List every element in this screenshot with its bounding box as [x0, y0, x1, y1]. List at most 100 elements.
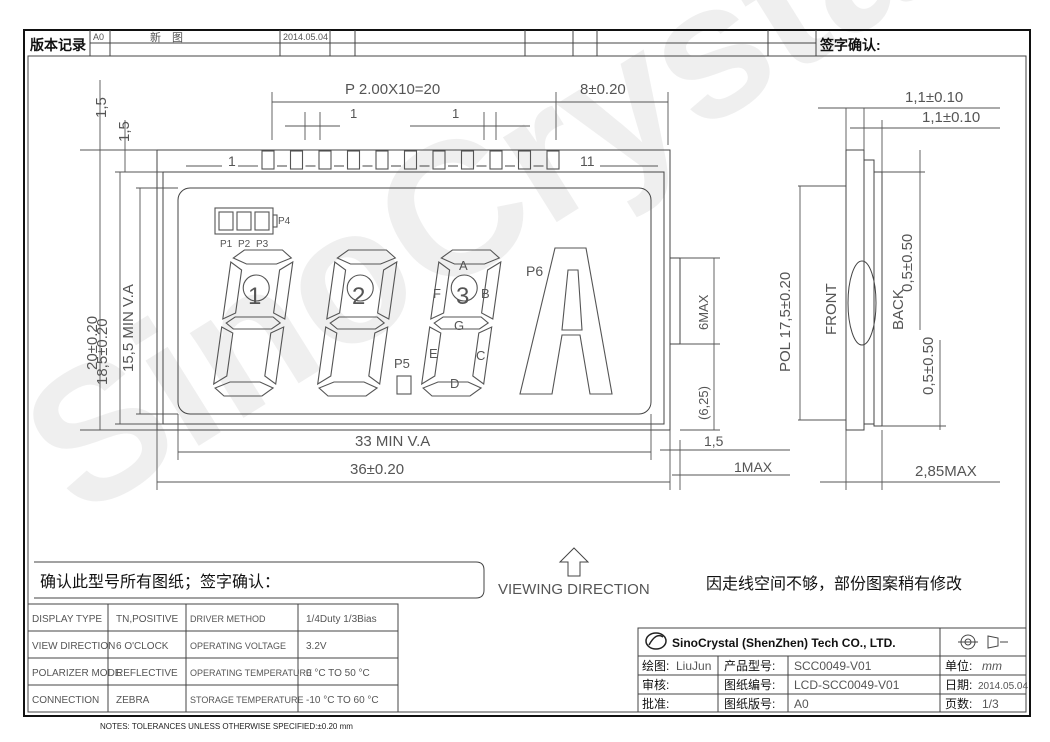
svg-text:1/3: 1/3 — [982, 697, 999, 711]
svg-text:页数:: 页数: — [945, 696, 972, 711]
company-logo — [645, 632, 667, 650]
svg-text:E: E — [429, 346, 438, 361]
digit-1 — [212, 249, 294, 397]
digit-3 — [420, 249, 502, 397]
svg-text:D: D — [450, 376, 459, 391]
pin-7 — [432, 150, 446, 170]
spec-v1-3: ZEBRA — [116, 695, 150, 706]
spec-k1-2: POLARIZER MODE — [32, 668, 122, 679]
spec-k2-1: OPERATING VOLTAGE — [190, 641, 286, 651]
front-view: 1 11 P4 P1 P2 P3 1 2 3 A B C D E F G P5 … — [156, 149, 681, 431]
decimal-point — [396, 375, 412, 395]
svg-text:A0: A0 — [93, 32, 104, 42]
pin-4 — [346, 150, 361, 170]
svg-text:A: A — [459, 258, 468, 273]
pin-9 — [489, 150, 503, 170]
svg-text:1,5: 1,5 — [93, 97, 110, 118]
spec-v2-2: 0 °C TO 50 °C — [306, 668, 370, 679]
title-block: SinoCrystal (ShenZhen) Tech CO., LTD. 绘图… — [637, 627, 1028, 713]
svg-text:6MAX: 6MAX — [696, 294, 711, 330]
outer-frame — [23, 29, 1031, 717]
svg-text:8±0.20: 8±0.20 — [580, 81, 626, 98]
battery-icon — [214, 207, 278, 235]
pin-10 — [517, 150, 532, 170]
svg-text:15,5 MIN V.A: 15,5 MIN V.A — [120, 284, 137, 372]
spec-k1-1: VIEW DIRECTION — [32, 641, 115, 652]
svg-text:2014.05.04: 2014.05.04 — [978, 681, 1028, 692]
svg-text:1,1±0.10: 1,1±0.10 — [905, 89, 963, 106]
spec-k2-0: DRIVER METHOD — [190, 614, 266, 624]
svg-text:P2: P2 — [238, 239, 251, 250]
svg-text:18,5±0.20: 18,5±0.20 — [94, 318, 111, 385]
spec-k2-3: STORAGE TEMPERATURE — [190, 695, 304, 705]
pin-2 — [289, 150, 304, 170]
svg-text:1: 1 — [350, 106, 357, 121]
svg-text:审核:: 审核: — [642, 677, 669, 692]
svg-text:1MAX: 1MAX — [734, 459, 773, 475]
svg-text:批准:: 批准: — [642, 696, 669, 711]
pin-11 — [546, 150, 560, 170]
svg-text:版本记录: 版本记录 — [30, 37, 86, 53]
svg-text:图纸版号:: 图纸版号: — [724, 697, 775, 711]
front-dimensions: P 2.00X10=20 8±0.20 1 1 20±0.20 18,5±0.2… — [80, 80, 790, 490]
glass-inner — [162, 171, 665, 425]
svg-text:图纸编号:: 图纸编号: — [724, 677, 775, 692]
svg-text:36±0.20: 36±0.20 — [350, 461, 404, 478]
viewing-area — [177, 187, 652, 415]
svg-text:LiuJun: LiuJun — [676, 659, 711, 673]
svg-text:C: C — [476, 348, 485, 363]
svg-text:(6,25): (6,25) — [696, 386, 711, 420]
svg-text:G: G — [454, 318, 464, 333]
svg-text:3: 3 — [456, 283, 469, 310]
svg-text:11: 11 — [580, 153, 595, 169]
svg-text:1,5: 1,5 — [704, 433, 724, 449]
svg-text:签字确认:: 签字确认: — [819, 37, 881, 53]
inner-frame — [27, 55, 1027, 713]
svg-text:单位:: 单位: — [945, 658, 972, 673]
svg-text:B: B — [481, 286, 490, 301]
svg-text:1,5: 1,5 — [116, 121, 133, 142]
pin-8 — [460, 150, 475, 170]
svg-text:LCD-SCC0049-V01: LCD-SCC0049-V01 — [794, 678, 900, 692]
svg-text:BACK: BACK — [890, 289, 907, 330]
spec-k1-0: DISPLAY TYPE — [32, 614, 102, 625]
spec-k1-3: CONNECTION — [32, 695, 99, 706]
spec-v2-0: 1/4Duty 1/3Bias — [306, 614, 377, 625]
svg-text:2,85MAX: 2,85MAX — [915, 463, 977, 480]
svg-text:mm: mm — [982, 659, 1002, 673]
svg-text:POL 17,5±0.20: POL 17,5±0.20 — [777, 272, 794, 372]
pin-5 — [375, 150, 389, 170]
svg-text:绘图:: 绘图: — [642, 658, 669, 673]
svg-text:P4: P4 — [278, 216, 291, 227]
svg-text:VIEWING DIRECTION: VIEWING DIRECTION — [498, 581, 650, 598]
spec-k2-2: OPERATING TEMPERATURE — [190, 668, 312, 678]
svg-text:0,5±0.50: 0,5±0.50 — [920, 337, 937, 395]
svg-text:因走线空间不够，部份图案稍有修改: 因走线空间不够，部份图案稍有修改 — [706, 575, 962, 593]
revision-header: 版本记录 A0 新 图 2014.05.04 签字确认: — [30, 30, 881, 56]
svg-text:2: 2 — [352, 283, 365, 310]
svg-text:1: 1 — [228, 153, 236, 169]
pin-6 — [403, 150, 418, 170]
svg-text:SinoCrystal (ShenZhen) Tech CO: SinoCrystal (ShenZhen) Tech CO., LTD. — [672, 636, 896, 650]
svg-text:1: 1 — [452, 106, 459, 121]
svg-text:产品型号:: 产品型号: — [724, 659, 775, 673]
spec-v2-3: -10 °C TO 60 °C — [306, 695, 379, 706]
svg-text:P1: P1 — [220, 239, 233, 250]
confirm-box: 确认此型号所有图纸；签字确认： — [34, 561, 485, 599]
svg-text:P5: P5 — [394, 356, 410, 371]
side-view: 1,1±0.10 1,1±0.10 POL 17,5±0.20 FRONT BA… — [777, 89, 1000, 490]
svg-text:P 2.00X10=20: P 2.00X10=20 — [345, 81, 440, 98]
svg-text:1,1±0.10: 1,1±0.10 — [922, 109, 980, 126]
svg-text:2014.05.04: 2014.05.04 — [283, 32, 328, 42]
svg-text:F: F — [433, 286, 441, 301]
large-letter-a — [519, 247, 613, 395]
viewing-direction: VIEWING DIRECTION 因走线空间不够，部份图案稍有修改 — [498, 547, 962, 598]
svg-text:新 图: 新 图 — [150, 30, 183, 44]
svg-text:0,5±0.50: 0,5±0.50 — [899, 234, 916, 292]
svg-text:日期:: 日期: — [945, 678, 972, 692]
pin-3 — [318, 150, 332, 170]
digit-2 — [316, 249, 398, 397]
svg-text:P6: P6 — [526, 263, 543, 279]
